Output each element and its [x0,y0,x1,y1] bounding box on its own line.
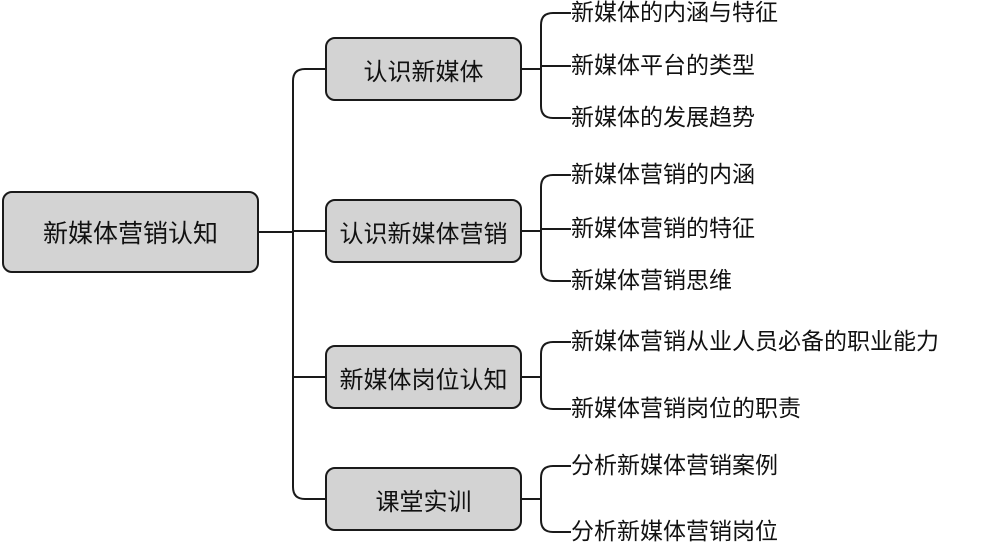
leaf-1-2: 新媒体平台的类型 [571,53,755,79]
leaf-2-1: 新媒体营销的内涵 [571,162,755,188]
branch-node-2: 认识新媒体营销 [325,199,522,263]
branch-3-bracket [540,341,571,410]
leaf-3-2: 新媒体营销岗位的职责 [571,396,801,422]
branch-node-3: 新媒体岗位认知 [325,345,522,409]
leaf-1-1: 新媒体的内涵与特征 [571,0,778,26]
leaf-2-3: 新媒体营销思维 [571,268,732,294]
leaf-1-3: 新媒体的发展趋势 [571,105,755,131]
leaf-4-1: 分析新媒体营销案例 [571,453,778,479]
root-node: 新媒体营销认知 [2,191,259,273]
trunk-spine [292,68,325,500]
leaf-4-2: 分析新媒体营销岗位 [571,519,778,545]
branch-node-4: 课堂实训 [325,467,522,531]
branch-4-bracket [540,465,571,533]
leaf-2-2: 新媒体营销的特征 [571,216,755,242]
branch-node-1: 认识新媒体 [325,37,522,101]
leaf-3-1: 新媒体营销从业人员必备的职业能力 [571,329,939,355]
